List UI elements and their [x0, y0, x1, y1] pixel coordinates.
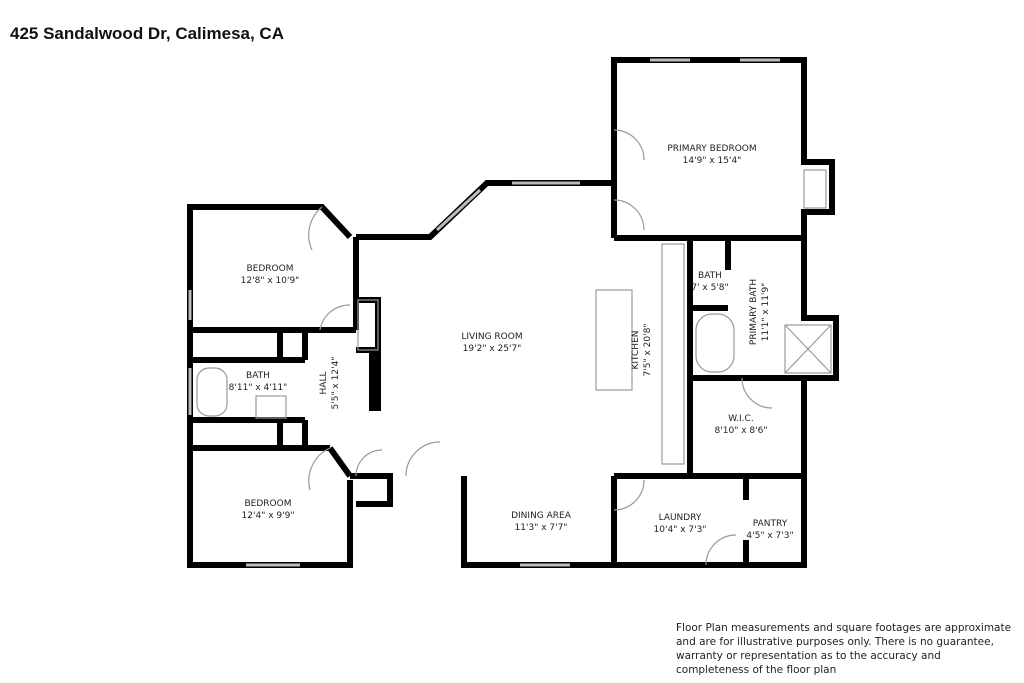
- fireplace: [357, 299, 379, 351]
- room-name: PANTRY: [752, 519, 788, 529]
- room-name: PRIMARY BATH: [749, 278, 759, 346]
- disclaimer-text: Floor Plan measurements and square foota…: [676, 622, 1012, 676]
- room-pantry: PANTRY 4'5" x 7'3": [746, 518, 793, 542]
- room-size: 8'10" x 8'6": [714, 426, 768, 436]
- room-size: 7' x 5'8": [691, 283, 729, 293]
- room-wic: W.I.C. 8'10" x 8'6": [715, 413, 768, 437]
- room-name: DINING AREA: [511, 511, 571, 521]
- room-size: 14'9" x 15'4": [682, 156, 742, 166]
- primary-fireplace: [803, 169, 827, 209]
- room-small-bath: BATH 7' x 5'8": [691, 270, 728, 294]
- room-name: PRIMARY BEDROOM: [667, 144, 757, 154]
- page-title: 425 Sandalwood Dr, Calimesa, CA: [10, 24, 284, 43]
- room-name: W.I.C.: [728, 414, 754, 424]
- fixtures: [196, 129, 832, 566]
- room-primary-bedroom: PRIMARY BEDROOM 14'9" x 15'4": [667, 143, 756, 167]
- room-size: 5'5" x 12'4": [331, 356, 341, 410]
- room-name: KITCHEN: [631, 330, 641, 370]
- room-name: BEDROOM: [244, 499, 292, 509]
- room-name: BEDROOM: [246, 264, 294, 274]
- room-laundry: LAUNDRY 10'4" x 7'3": [654, 512, 707, 536]
- room-bath: BATH 8'11" x 4'11": [229, 370, 288, 394]
- room-bedroom-2: BEDROOM 12'4" x 9'9": [242, 498, 295, 522]
- room-name: HALL: [319, 371, 329, 395]
- room-size: 11'1" x 11'9": [761, 282, 771, 342]
- kitchen-island: [595, 289, 633, 391]
- room-size: 8'11" x 4'11": [228, 383, 288, 393]
- bathtub: [196, 367, 228, 417]
- room-name: BATH: [246, 371, 270, 381]
- room-dining-area: DINING AREA 11'3" x 7'7": [511, 510, 571, 534]
- room-bedroom-1: BEDROOM 12'8" x 10'9": [241, 263, 300, 287]
- room-size: 12'4" x 9'9": [241, 511, 295, 521]
- shower: [784, 324, 832, 374]
- room-size: 4'5" x 7'3": [746, 531, 794, 541]
- room-name: BATH: [698, 271, 722, 281]
- room-size: 12'8" x 10'9": [240, 276, 300, 286]
- room-living-room: LIVING ROOM 19'2" x 25'7": [461, 331, 522, 355]
- primary-tub: [695, 313, 735, 373]
- room-size: 11'3" x 7'7": [514, 523, 568, 533]
- room-name: LIVING ROOM: [461, 332, 523, 342]
- room-size: 7'5" x 20'8": [643, 323, 653, 377]
- kitchen-counter: [661, 243, 685, 465]
- room-name: LAUNDRY: [658, 513, 702, 523]
- room-size: 10'4" x 7'3": [653, 525, 707, 535]
- windows: [188, 58, 780, 567]
- room-size: 19'2" x 25'7": [462, 344, 522, 354]
- bath-sink: [255, 395, 287, 419]
- walls: [187, 57, 839, 568]
